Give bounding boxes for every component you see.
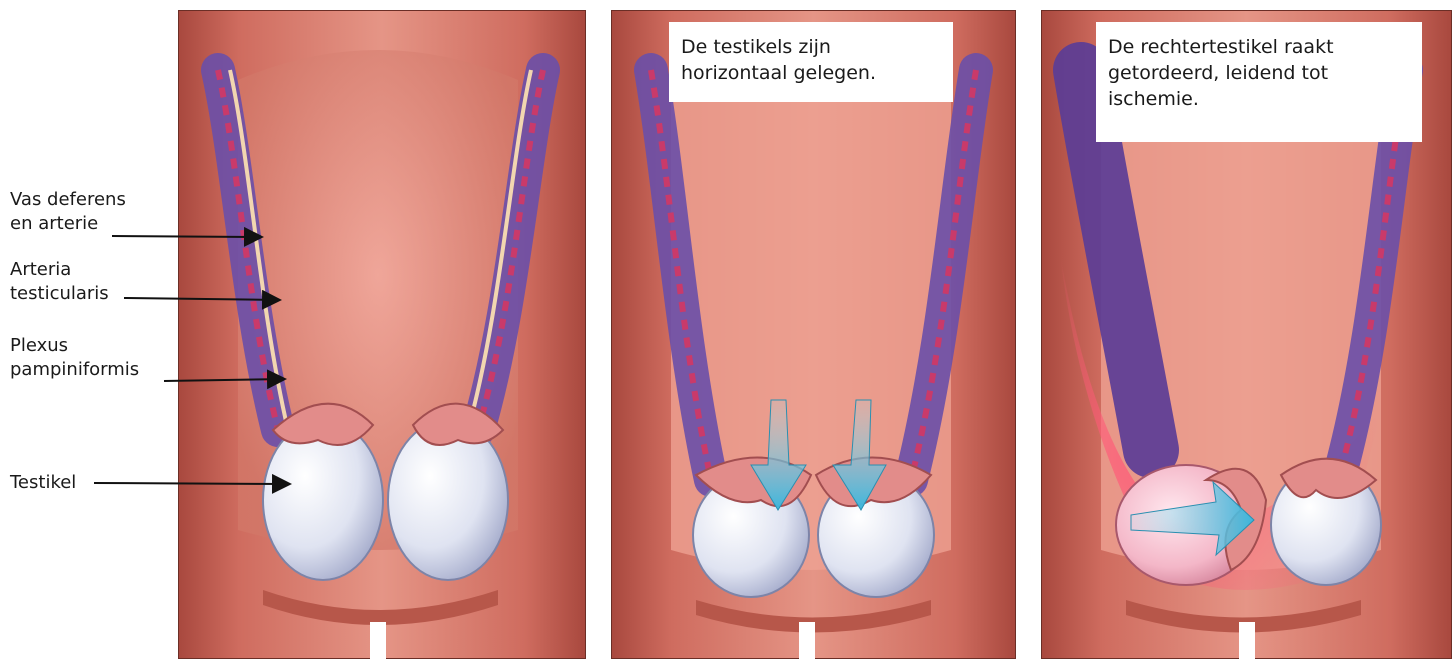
leader-arteria <box>124 298 280 300</box>
leader-vas-deferens <box>112 236 262 237</box>
leader-plexus <box>164 379 285 381</box>
leader-testikel <box>94 483 290 484</box>
